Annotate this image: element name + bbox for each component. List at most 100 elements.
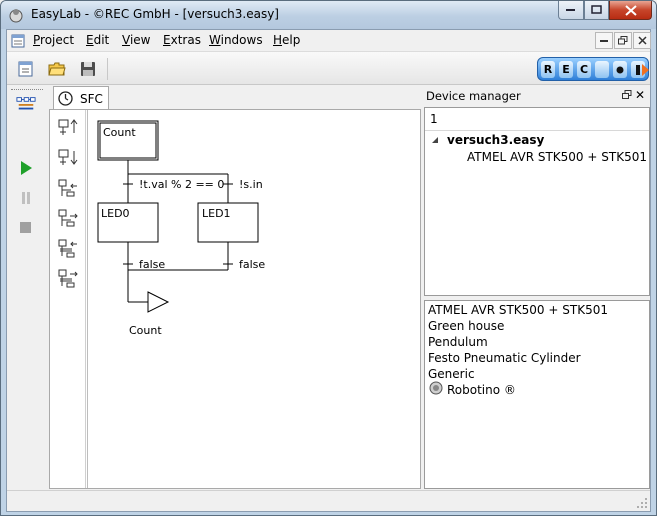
mdi-minimize-button[interactable] — [595, 32, 613, 49]
run-toolbar — [7, 86, 47, 488]
tab-sfc-label: SFC — [80, 91, 103, 106]
initial-step-inner — [99, 122, 157, 159]
project-count: 1 — [430, 112, 438, 126]
title-bar[interactable]: EasyLab - ©REC GmbH - [versuch3.easy] — [1, 1, 656, 29]
menu-project-mnemonic: P — [33, 33, 41, 47]
parallel-right-icon[interactable] — [57, 268, 79, 288]
stop-button[interactable] — [16, 218, 36, 238]
tree-header-divider — [425, 130, 649, 131]
insert-step-below-icon[interactable] — [57, 148, 79, 168]
menu-edit-label: dit — [93, 33, 110, 47]
tree-root-project[interactable]: versuch3.easy — [447, 133, 545, 147]
mdi-minimize-icon — [599, 40, 608, 42]
stop-icon — [20, 222, 31, 233]
parallel-left-icon[interactable] — [57, 238, 79, 258]
list-item[interactable]: Robotino ® — [447, 383, 516, 397]
save-disk-icon — [81, 62, 95, 76]
menu-edit[interactable]: Edit — [86, 33, 109, 47]
easylab-app-icon — [9, 9, 23, 23]
branch-left-icon[interactable] — [57, 178, 79, 198]
device-manager-header[interactable]: Device manager ✕ — [424, 87, 650, 105]
open-folder-icon — [48, 62, 66, 76]
rec-blank-cell — [595, 61, 609, 78]
rec-bar-cell — [631, 61, 645, 78]
menu-help[interactable]: Help — [273, 33, 300, 47]
record-dot-icon — [616, 66, 624, 73]
menu-windows-label: indows — [220, 33, 263, 47]
mdi-restore-button[interactable] — [614, 32, 632, 49]
jump-arrow[interactable] — [147, 291, 170, 313]
list-item[interactable]: Pendulum — [428, 335, 488, 349]
maximize-icon — [591, 5, 602, 14]
sfc-diagram — [97, 120, 259, 313]
resize-grip-icon[interactable] — [636, 497, 648, 509]
transition-label-top-right[interactable]: !s.in — [239, 178, 263, 191]
transition-label-bottom-left[interactable]: false — [139, 258, 166, 271]
menu-view[interactable]: View — [122, 33, 150, 47]
new-project-button[interactable] — [15, 58, 37, 80]
transition-label-top-left[interactable]: !t.val % 2 == 0 — [139, 178, 225, 191]
list-item[interactable]: Festo Pneumatic Cylinder — [428, 351, 581, 365]
menu-extras-label: xtras — [170, 33, 201, 47]
rec-letter-c: C — [577, 61, 591, 78]
mdi-close-button[interactable] — [633, 32, 651, 49]
close-panel-icon[interactable]: ✕ — [634, 88, 645, 102]
maximize-button[interactable] — [584, 1, 609, 20]
sfc-tool-palette — [50, 110, 86, 488]
step-label-led0: LED0 — [101, 207, 130, 220]
transition-label-bottom-right[interactable]: false — [239, 258, 266, 271]
run-button[interactable] — [16, 158, 36, 178]
list-item[interactable]: Green house — [428, 319, 505, 333]
menu-windows-mnemonic: W — [209, 33, 221, 47]
window-title: EasyLab - ©REC GmbH - [versuch3.easy] — [31, 7, 279, 21]
project-tree: 1 versuch3.easy ATMEL AVR STK500 + STK50… — [424, 107, 650, 296]
open-button[interactable] — [46, 58, 68, 80]
list-item[interactable]: ATMEL AVR STK500 + STK501 — [428, 303, 608, 317]
save-button[interactable] — [77, 58, 99, 80]
toolbar-grip — [11, 89, 43, 90]
tree-expand-icon[interactable] — [431, 136, 439, 144]
sfc-editor: SFC — [49, 86, 421, 489]
close-button[interactable] — [609, 1, 652, 20]
document-icon — [11, 34, 25, 48]
pause-button[interactable] — [16, 188, 36, 208]
menu-bar: Project Edit View Extras Windows Help — [7, 30, 651, 52]
mdi-close-icon — [637, 36, 647, 45]
new-project-icon — [18, 61, 33, 77]
sfc-view-button[interactable] — [16, 94, 36, 114]
float-panel-icon[interactable] — [622, 90, 632, 100]
tab-sfc[interactable]: SFC — [53, 86, 109, 110]
device-manager-panel: Device manager ✕ 1 versuch3.easy ATMEL A… — [424, 87, 650, 489]
menu-project[interactable]: Project — [33, 33, 74, 47]
tree-child-device[interactable]: ATMEL AVR STK500 + STK501 — [467, 150, 647, 164]
minimize-icon — [566, 9, 575, 11]
rec-orange-arrow-icon — [642, 64, 649, 76]
list-item[interactable]: Generic — [428, 367, 475, 381]
menu-edit-mnemonic: E — [86, 33, 94, 47]
editor-body: Count LED0 LED1 !t.val % 2 == 0 !s.in fa… — [49, 109, 421, 489]
run-play-icon — [21, 161, 32, 175]
status-bar — [7, 490, 650, 511]
device-manager-title: Device manager — [426, 89, 521, 103]
menu-view-label: iew — [129, 33, 151, 47]
menu-project-label: roject — [40, 33, 75, 47]
pause-icon — [22, 192, 30, 204]
menu-help-mnemonic: H — [273, 33, 283, 47]
minimize-button[interactable] — [558, 1, 584, 20]
menu-windows[interactable]: Windows — [209, 33, 263, 47]
robotino-icon — [429, 381, 443, 395]
device-list: ATMEL AVR STK500 + STK501 Green house Pe… — [424, 300, 650, 489]
step-label-led1: LED1 — [202, 207, 231, 220]
menu-help-label: elp — [282, 33, 301, 47]
rec-device-bar[interactable]: R E C — [537, 57, 649, 81]
menu-view-mnemonic: V — [122, 33, 130, 47]
menu-extras[interactable]: Extras — [163, 33, 201, 47]
sfc-canvas[interactable]: Count LED0 LED1 !t.val % 2 == 0 !s.in fa… — [87, 110, 420, 488]
menu-extras-mnemonic: E — [163, 33, 171, 47]
toolbar: R E C — [7, 52, 650, 85]
insert-step-above-icon[interactable] — [57, 118, 79, 138]
rec-bar-icon — [636, 64, 640, 75]
close-icon — [624, 4, 637, 16]
branch-right-icon[interactable] — [57, 208, 79, 228]
